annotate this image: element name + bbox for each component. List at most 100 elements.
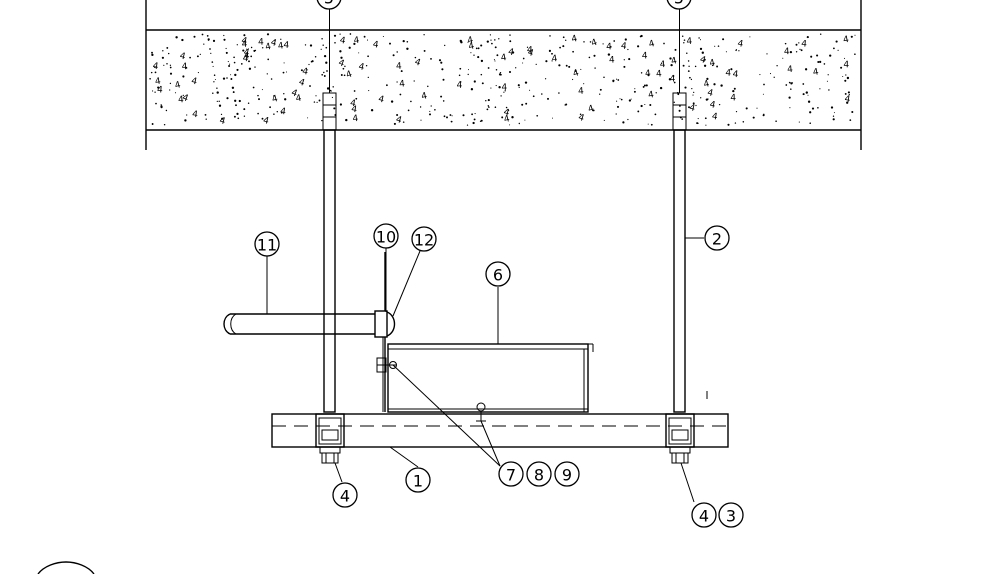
aggregate-dot bbox=[639, 35, 642, 38]
svg-text:2: 2 bbox=[712, 230, 722, 249]
aggregate-dot bbox=[730, 68, 733, 71]
aggregate-dot bbox=[508, 70, 512, 74]
aggregate-dot bbox=[247, 48, 249, 50]
aggregate-glyph: 4 bbox=[587, 104, 596, 115]
aggregate-dot bbox=[522, 62, 524, 64]
aggregate-dot bbox=[280, 38, 282, 40]
aggregate-dot bbox=[213, 81, 215, 83]
aggregate-glyph: 4 bbox=[181, 93, 190, 104]
aggregate-glyph: 4 bbox=[730, 93, 736, 103]
aggregate-dot bbox=[634, 88, 636, 90]
aggregate-dot bbox=[238, 99, 241, 103]
cable-tray bbox=[387, 343, 594, 413]
aggregate-dot bbox=[627, 118, 629, 121]
aggregate-dot bbox=[246, 48, 247, 50]
aggregate-dot bbox=[688, 106, 690, 109]
aggregate-glyph: 4 bbox=[801, 39, 808, 49]
aggregate-glyph: 4 bbox=[648, 39, 657, 50]
aggregate-dot bbox=[842, 75, 844, 78]
aggregate-dot bbox=[252, 86, 255, 89]
aggregate-dot bbox=[809, 122, 811, 124]
aggregate-dot bbox=[518, 86, 520, 88]
svg-text:10: 10 bbox=[376, 228, 396, 247]
aggregate-dot bbox=[349, 33, 352, 35]
aggregate-dot bbox=[169, 66, 172, 69]
aggregate-dot bbox=[237, 117, 240, 120]
aggregate-dot bbox=[169, 82, 172, 85]
aggregate-dot bbox=[161, 56, 164, 59]
aggregate-dot bbox=[589, 41, 592, 43]
aggregate-glyph: 4 bbox=[302, 67, 309, 78]
aggregate-dot bbox=[400, 70, 403, 73]
aggregate-dot bbox=[699, 47, 703, 51]
aggregate-dot bbox=[220, 113, 223, 116]
aggregate-dot bbox=[691, 88, 693, 90]
aggregate-dot bbox=[689, 76, 691, 79]
aggregate-dot bbox=[399, 93, 402, 96]
aggregate-dot bbox=[717, 45, 720, 47]
aggregate-dot bbox=[160, 106, 163, 109]
aggregate-glyph: 4 bbox=[609, 55, 616, 65]
aggregate-dot bbox=[795, 43, 798, 46]
aggregate-dot bbox=[236, 112, 239, 115]
aggregate-dot bbox=[458, 74, 461, 77]
aggregate-dot bbox=[339, 103, 342, 106]
label-anchor-left: 5 bbox=[316, 0, 342, 10]
aggregate-dot bbox=[236, 44, 238, 46]
aggregate-glyph: 4 bbox=[787, 65, 794, 75]
aggregate-dot bbox=[206, 35, 209, 37]
aggregate-glyph: 4 bbox=[577, 113, 586, 124]
aggregate-dot bbox=[459, 67, 462, 70]
aggregate-dot bbox=[344, 65, 346, 68]
aggregate-dot bbox=[649, 103, 652, 107]
aggregate-dot bbox=[745, 107, 748, 110]
aggregate-dot bbox=[258, 98, 260, 101]
aggregate-dot bbox=[231, 86, 235, 89]
aggregate-dot bbox=[773, 76, 775, 78]
aggregate-dot bbox=[181, 38, 184, 42]
aggregate-dot bbox=[693, 91, 695, 94]
aggregate-dot bbox=[228, 65, 231, 67]
aggregate-dot bbox=[643, 84, 646, 87]
aggregate-glyph: 4 bbox=[500, 53, 507, 64]
aggregate-dot bbox=[340, 74, 343, 76]
label-rod: 2 bbox=[704, 225, 730, 251]
aggregate-dot bbox=[854, 34, 856, 36]
aggregate-glyph: 4 bbox=[467, 35, 475, 46]
aggregate-dot bbox=[706, 77, 709, 81]
aggregate-dot bbox=[752, 116, 755, 119]
aggregate-dot bbox=[599, 88, 602, 91]
aggregate-dot bbox=[511, 116, 514, 119]
aggregate-dot bbox=[525, 102, 528, 105]
aggregate-dot bbox=[548, 49, 551, 52]
svg-text:1: 1 bbox=[413, 472, 423, 491]
aggregate-dot bbox=[833, 47, 835, 50]
aggregate-dot bbox=[588, 56, 591, 59]
aggregate-dot bbox=[182, 94, 184, 97]
aggregate-dot bbox=[410, 100, 412, 103]
aggregate-dot bbox=[711, 64, 714, 67]
aggregate-dot bbox=[800, 49, 803, 52]
aggregate-dot bbox=[318, 99, 321, 102]
aggregate-dot bbox=[151, 123, 154, 125]
aggregate-dot bbox=[816, 54, 819, 57]
aggregate-dot bbox=[367, 55, 369, 58]
aggregate-dot bbox=[185, 67, 188, 69]
aggregate-dot bbox=[594, 67, 596, 69]
aggregate-dot bbox=[261, 47, 264, 49]
aggregate-dot bbox=[700, 97, 702, 99]
aggregate-dot bbox=[304, 44, 307, 46]
aggregate-dot bbox=[325, 46, 328, 49]
aggregate-dot bbox=[283, 62, 285, 64]
aggregate-dot bbox=[684, 86, 687, 89]
aggregate-dot bbox=[232, 91, 235, 94]
aggregate-dot bbox=[218, 100, 220, 102]
aggregate-dot bbox=[495, 68, 498, 71]
aggregate-dot bbox=[819, 88, 821, 90]
aggregate-glyph: 4 bbox=[420, 91, 428, 102]
aggregate-dot bbox=[309, 44, 313, 47]
aggregate-glyph: 4 bbox=[258, 38, 264, 48]
side-fastener bbox=[376, 357, 397, 373]
aggregate-dot bbox=[545, 60, 548, 63]
aggregate-glyph: 4 bbox=[297, 77, 306, 88]
